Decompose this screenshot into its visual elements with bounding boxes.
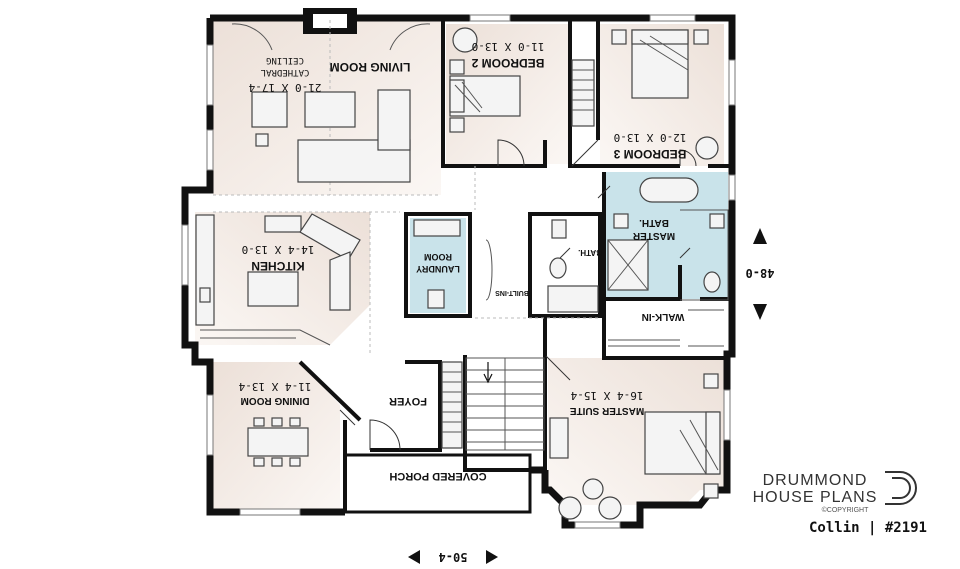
master-suite-furniture [549,373,721,520]
label-dining: DINING ROOM 11-4 X 13-4 [238,380,311,406]
doors [339,139,697,451]
stairs [441,357,545,451]
bedroom2-name: BEDROOM 2 [471,56,544,70]
living-room-dims: 21-0 X 17-4 [248,81,321,94]
dining-dims: 11-4 X 13-4 [238,380,311,393]
porch-name: COVERED PORCH [389,470,486,482]
label-kitchen: KITCHEN 14-4 X 13-0 [242,243,315,273]
interior-walls [298,18,732,514]
master-bath-fixtures [607,177,729,301]
kitchen-furniture [195,213,361,346]
exterior-wall [181,14,736,529]
arrow-right-icon [486,550,498,564]
brand-copyright: ©COPYRIGHT [822,506,869,514]
living-room-name: LIVING ROOM [330,60,411,74]
width-value: 50-4 [439,550,468,564]
bath-name: BATH. [578,248,602,257]
brand-line1: DRUMMOND [763,472,868,489]
walk-in-name: WALK-IN [642,311,685,322]
label-bedroom3: BEDROOM 3 12-0 X 13-0 [613,131,686,161]
built-ins-name: BUILT-INS [495,289,529,296]
label-living: LIVING ROOM [330,60,411,74]
bedroom3-name: BEDROOM 3 [613,147,686,161]
model-name: Collin | #2191 [809,520,927,536]
living-room-note2: CEILING [266,55,304,65]
label-builtins: BUILT-INS [495,289,529,296]
dining-name: DINING ROOM [241,395,310,406]
label-master-bath: MASTER BATH. [632,217,675,241]
master-bath-name2: BATH. [639,217,669,228]
laundry-name1: LAUNDRY [416,264,460,274]
depth-value: 48-0 [746,266,775,280]
master-suite-dims: 16-4 X 15-4 [570,389,643,402]
bedroom2-furniture [449,27,595,133]
label-walk-in: WALK-IN [642,311,685,322]
label-bedroom2: BEDROOM 2 11-0 X 13-0 [471,40,544,70]
depth-dimension: 48-0 [746,228,775,320]
laundry-furniture [413,219,493,309]
walk-in-fixtures [608,309,724,347]
label-master-suite: MASTER SUITE 16-4 X 15-4 [569,389,644,416]
laundry-name2: ROOM [424,252,452,262]
label-living-dims: 21-0 X 17-4 CATHEDRAL CEILING [248,55,321,94]
bedroom3-dims: 12-0 X 13-0 [614,131,687,144]
bath-fixtures [547,219,599,313]
living-room-note1: CATHEDRAL [261,67,310,77]
brand-line2: HOUSE PLANS [753,489,878,506]
living-furniture [231,23,431,183]
bedroom2-dims: 11-0 X 13-0 [472,40,545,53]
label-bath: BATH. [578,248,602,257]
arrow-left-icon [408,550,420,564]
bedroom3-furniture [611,29,719,160]
arrow-up-icon [753,228,767,244]
master-suite-name: MASTER SUITE [569,405,644,416]
windows [181,14,736,529]
arrow-down-icon [753,304,767,320]
logo-mark-icon [885,471,917,505]
master-bath-name1: MASTER [632,230,675,241]
brand-logo: DRUMMOND HOUSE PLANS ©COPYRIGHT Collin |… [753,471,927,536]
label-foyer: FOYER [389,395,427,407]
label-laundry: LAUNDRY ROOM [416,252,460,274]
kitchen-name: KITCHEN [251,259,304,273]
dining-furniture [247,417,309,467]
kitchen-dims: 14-4 X 13-0 [242,243,315,256]
label-porch: COVERED PORCH [389,470,486,482]
foyer-name: FOYER [389,395,427,407]
width-dimension: 50-4 [408,550,498,564]
